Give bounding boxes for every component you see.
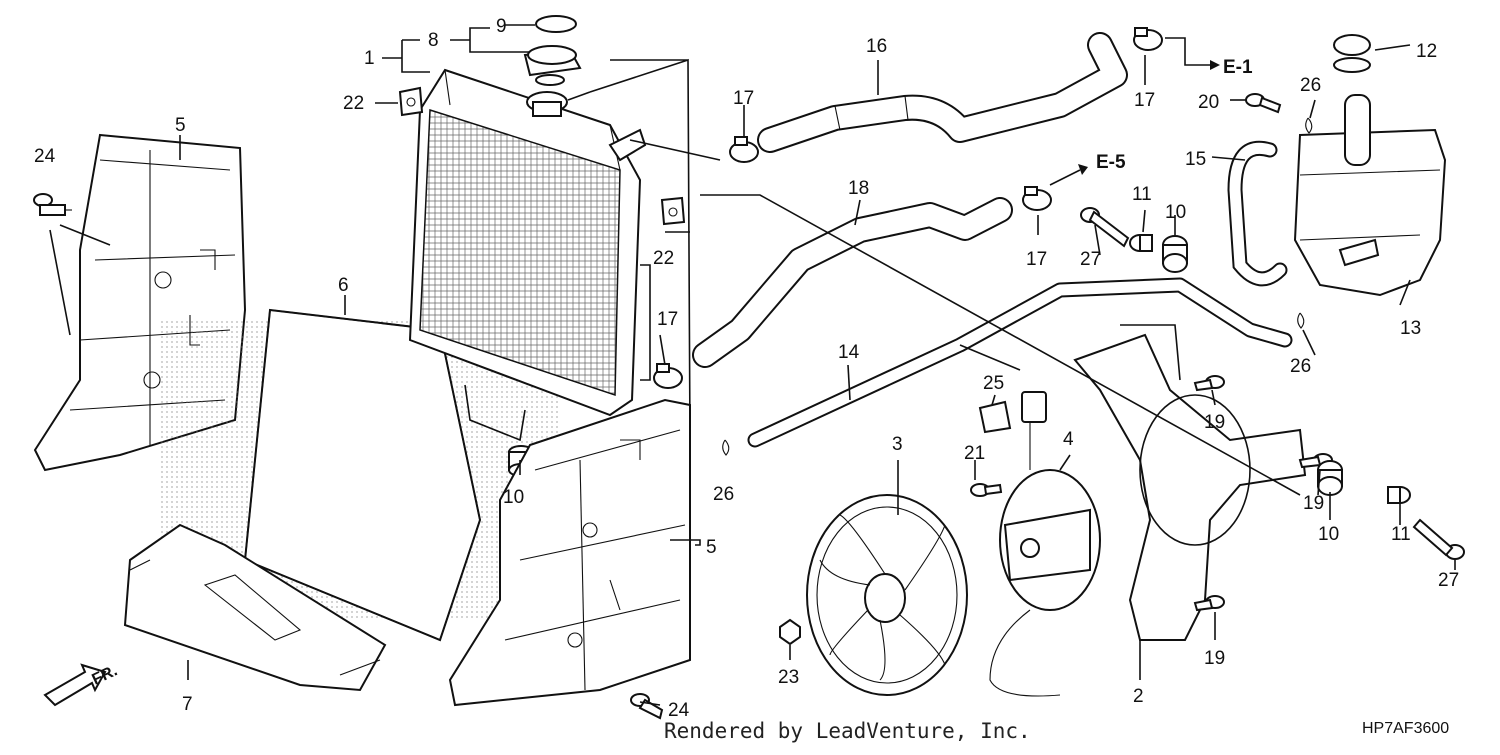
clip-26-a — [722, 439, 730, 456]
callout-5-left: 5 — [175, 115, 186, 136]
callout-20: 20 — [1198, 92, 1219, 113]
callout-14: 14 — [838, 342, 860, 363]
callout-19-b: 19 — [1303, 493, 1324, 514]
callout-8: 8 — [428, 30, 439, 51]
callout-22-right: 22 — [653, 248, 674, 269]
bottom-plate — [123, 523, 387, 692]
diagram-code: HP7AF3600 — [1362, 720, 1450, 737]
callout-9: 9 — [496, 16, 507, 37]
callout-21: 21 — [964, 443, 985, 464]
callout-16: 16 — [866, 36, 887, 57]
callout-6: 6 — [338, 275, 349, 296]
clip-26-c — [1297, 312, 1305, 329]
bolt-24-right — [630, 693, 664, 720]
screw-19-a — [1193, 375, 1225, 392]
collar-11-upper — [1129, 234, 1153, 252]
callout-25: 25 — [983, 373, 1004, 394]
bolt-21 — [970, 483, 1003, 497]
bolt-24-left — [33, 193, 72, 216]
callout-26-c: 26 — [1290, 356, 1311, 377]
callout-5-right: 5 — [706, 537, 717, 558]
clip-22-top — [398, 86, 424, 117]
callout-13: 13 — [1400, 318, 1421, 339]
callout-10-lower: 10 — [1318, 524, 1339, 545]
ref-arrow-e1 — [1165, 37, 1220, 70]
bolt-27-upper — [1080, 207, 1130, 248]
callout-10-upper: 10 — [1165, 202, 1186, 223]
callout-11-upper: 11 — [1132, 184, 1152, 205]
grommet-10-lower — [1317, 460, 1343, 496]
leader-lines — [179, 24, 1456, 706]
callout-18: 18 — [848, 178, 869, 199]
callout-1: 1 — [364, 48, 375, 69]
bolt-20 — [1245, 93, 1282, 114]
callouts: 1 2 3 4 5 5 6 7 8 9 10 10 10 11 11 12 13… — [34, 16, 1459, 721]
callout-26-a: 26 — [713, 484, 734, 505]
connector-25 — [978, 400, 1012, 434]
clamp-17-d — [653, 363, 683, 389]
grommet-10-upper — [1162, 235, 1188, 273]
callout-17-c: 17 — [1026, 249, 1047, 270]
callout-24-right: 24 — [668, 700, 690, 721]
radiator-cap — [523, 45, 582, 86]
ref-label-e1: E-1 — [1223, 57, 1253, 78]
callout-17-d: 17 — [657, 309, 678, 330]
lower-hose — [692, 197, 1013, 368]
callout-17-a: 17 — [733, 88, 754, 109]
overflow-tube — [747, 277, 1293, 448]
callout-19-a: 19 — [1204, 412, 1225, 433]
clip-26-b — [1305, 117, 1313, 134]
bolt-27-lower — [1412, 518, 1465, 560]
callout-2: 2 — [1133, 686, 1144, 707]
footer-credit: Rendered by LeadVenture, Inc. — [664, 719, 1031, 743]
callout-15: 15 — [1185, 149, 1206, 170]
ref-label-e5: E-5 — [1096, 152, 1126, 173]
upper-hose — [757, 32, 1128, 153]
callout-7: 7 — [182, 694, 193, 715]
callout-27-upper: 27 — [1080, 249, 1101, 270]
right-shroud — [448, 398, 691, 707]
callout-22-top: 22 — [343, 93, 364, 114]
screw-19-c — [1193, 595, 1225, 612]
ref-arrow-e5 — [1049, 164, 1088, 186]
collar-11-lower — [1387, 486, 1411, 504]
callout-10-radiator: 10 — [503, 487, 524, 508]
front-label: FR. — [90, 662, 121, 688]
clamp-17-a — [729, 136, 759, 163]
clamp-17-c — [1022, 186, 1052, 211]
fan-motor — [989, 394, 1101, 697]
callout-17-b: 17 — [1134, 90, 1155, 111]
motor-plug — [1021, 391, 1047, 423]
cap-seal — [535, 15, 577, 33]
callout-19-c: 19 — [1204, 648, 1225, 669]
callout-12: 12 — [1416, 41, 1437, 62]
callout-23: 23 — [778, 667, 799, 688]
clip-22-right — [660, 196, 686, 226]
reserve-tank — [1293, 94, 1447, 297]
radiator — [408, 68, 647, 442]
nut-23 — [779, 618, 801, 646]
callout-4: 4 — [1063, 429, 1074, 450]
clamp-17-b — [1133, 27, 1163, 51]
callout-27-lower: 27 — [1438, 570, 1459, 591]
callout-24-left: 24 — [34, 146, 56, 167]
breather-hose — [1227, 141, 1288, 287]
cooling-fan — [806, 494, 968, 696]
fan-bracket — [1073, 333, 1307, 641]
tank-cap — [1333, 34, 1371, 73]
callout-11-lower: 11 — [1391, 524, 1411, 545]
front-arrow — [43, 663, 107, 707]
callout-3: 3 — [892, 434, 903, 455]
callout-26-b: 26 — [1300, 75, 1321, 96]
